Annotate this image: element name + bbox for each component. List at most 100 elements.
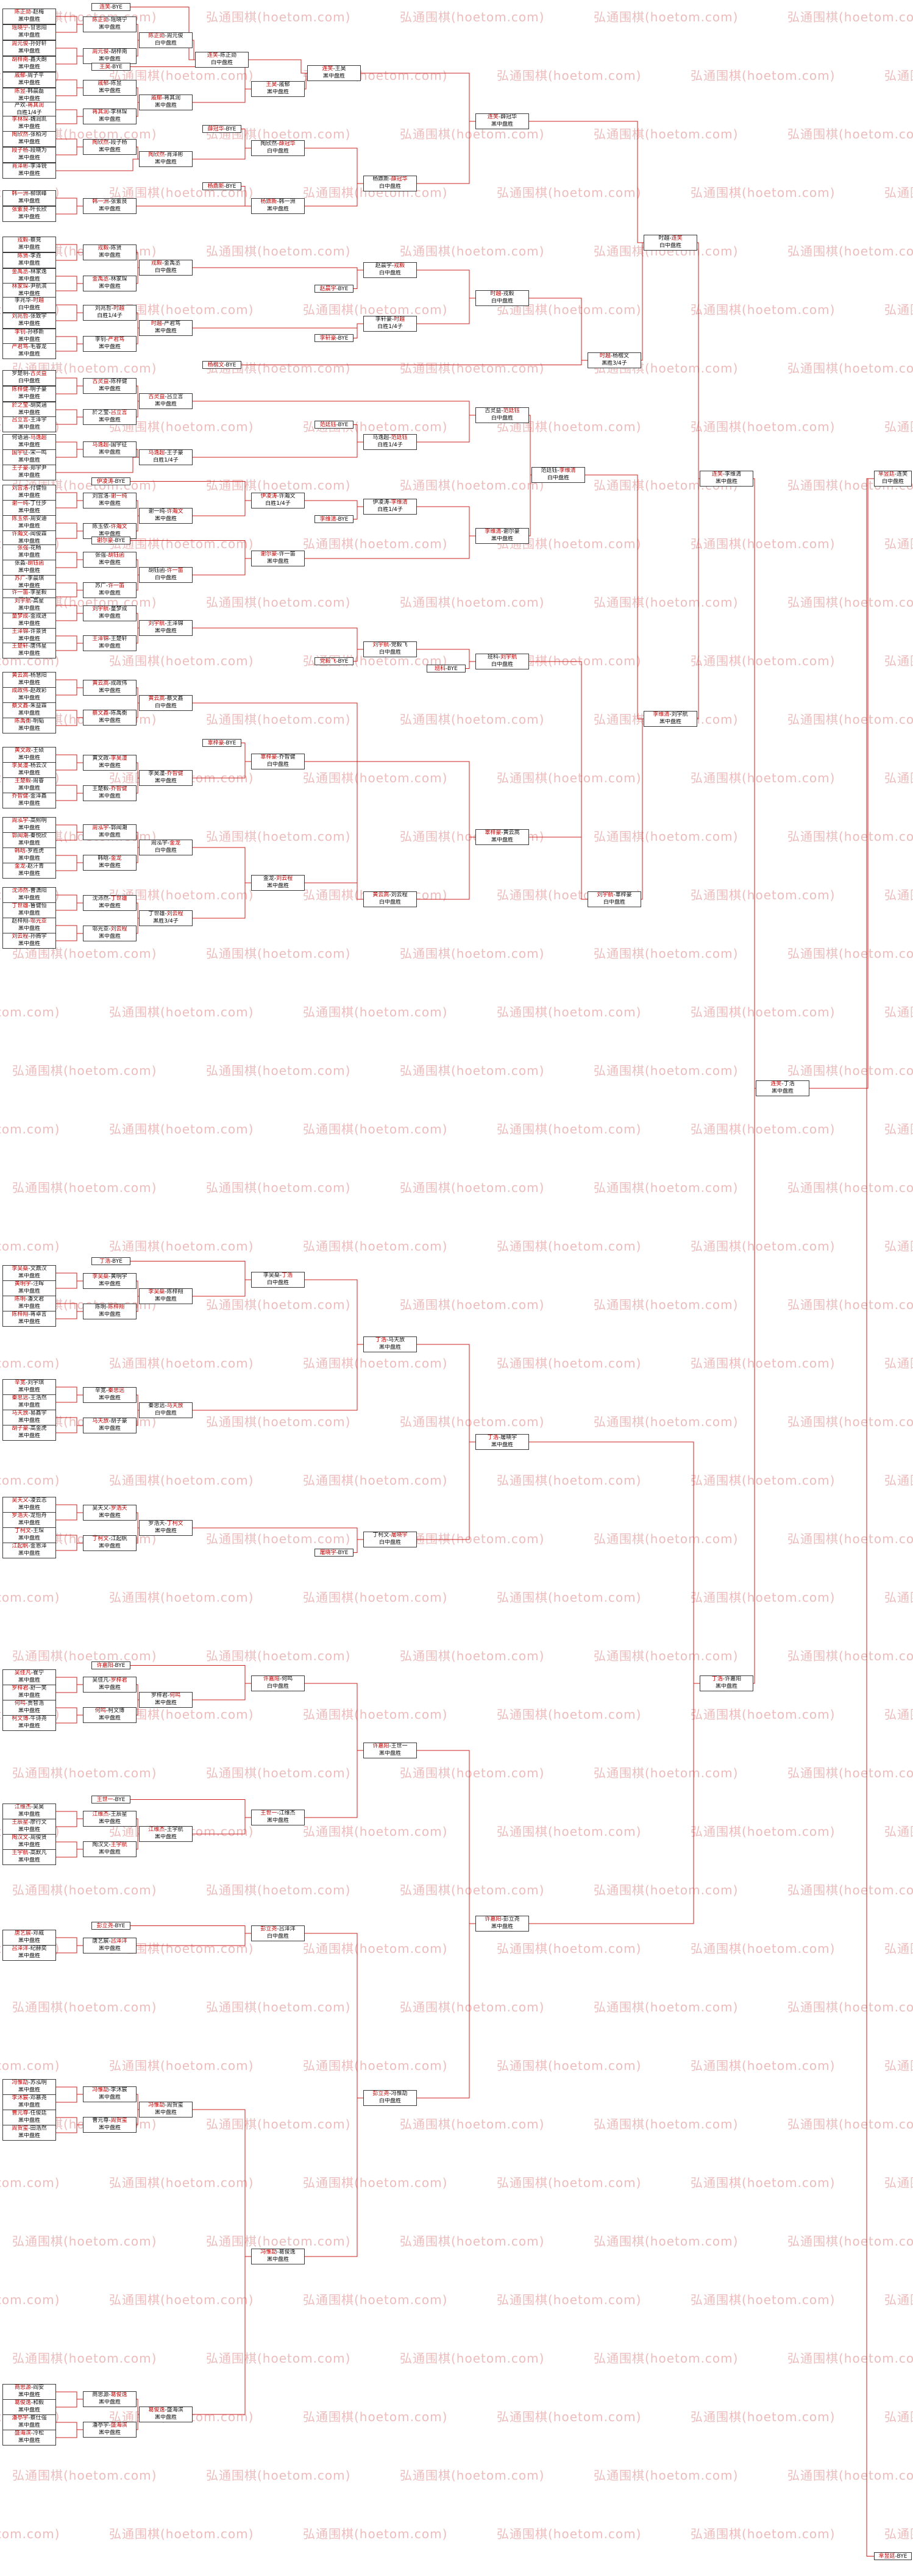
match-result: 黑中盘胜: [18, 1937, 40, 1944]
player-name: 李晨琪: [27, 576, 44, 582]
match-players: 陈玉侬-许瀚文: [83, 524, 136, 531]
bracket-connector: [529, 1683, 700, 1924]
winner-name: 李钊: [14, 329, 26, 335]
match-players: 陈梓健-明子豪: [3, 387, 55, 394]
winner-name: 连笑: [770, 1081, 782, 1087]
separator: -: [501, 1916, 503, 1922]
separator: -: [28, 933, 30, 940]
player-name: 盛海滨: [166, 2407, 183, 2413]
player-name: 丁柯文: [372, 1532, 389, 1538]
bracket-connector: [417, 649, 475, 662]
bracket-connector: [56, 754, 83, 763]
winner-name: 郭闻潮: [12, 833, 29, 839]
match-result: 黑中盘胜: [18, 48, 40, 54]
winner-name: 陶汉文: [12, 1835, 29, 1841]
match-box: 戚郁-周子平黑中盘胜: [2, 72, 56, 88]
player-name: 陈禹衡: [110, 710, 127, 716]
winner-name: 王楚毅: [14, 778, 31, 784]
match-result: 黑中盘胜: [18, 409, 40, 416]
match-players: 黄云嵩-成政伟: [83, 680, 136, 688]
winner-name: 陈梓翔: [108, 1304, 125, 1310]
separator: -: [28, 2095, 30, 2101]
bye-label: -BYE: [336, 1549, 349, 1556]
bracket-connector: [56, 343, 83, 352]
bracket-connector: [137, 627, 139, 644]
bracket-connector: [56, 55, 83, 65]
player-name: 肖泽彬: [166, 152, 183, 158]
match-players: 丁世雄-刘云程: [140, 911, 192, 918]
winner-name: 丁浩: [711, 1676, 723, 1682]
bye-label: -BYE: [110, 1258, 123, 1265]
separator: -: [333, 66, 335, 72]
match-box: 王楚毅-周睿黑中盘胜: [2, 777, 56, 793]
match-players: 罗浩天-丁柯文: [140, 1521, 192, 1528]
bracket-connector: [56, 762, 83, 771]
winner-name: 王子豪: [12, 465, 29, 471]
separator: -: [28, 237, 30, 243]
bracket-connector: [56, 252, 83, 261]
match-box: 丁浩-许嘉阳黑中盘胜: [700, 1675, 753, 1691]
bye-box: 许嘉阳-BYE: [91, 1661, 130, 1669]
match-box: 李维清-谢尔豪黑中盘胜: [475, 528, 529, 544]
separator: -: [28, 2125, 30, 2132]
bracket-connector: [56, 635, 83, 644]
match-box: 连笑-丁浩黑中盘胜: [756, 1080, 809, 1096]
match-result: 黑中盘胜: [18, 725, 40, 732]
winner-name: 秦思远: [12, 1395, 29, 1401]
player-name: 段子杨: [110, 140, 127, 146]
winner-name: 戚郁: [151, 95, 162, 101]
match-box: 张强-花畅黑中盘胜: [2, 544, 56, 560]
separator: -: [108, 680, 111, 687]
winner-name: 黄云嵩: [12, 673, 29, 679]
winner-name: 乔智健: [110, 786, 127, 792]
winner-name: 陈玉侬: [12, 516, 29, 522]
bye-label: -BYE: [224, 183, 236, 190]
match-box: 吴佳凡-崔宁黑中盘胜: [2, 1669, 56, 1685]
bracket-connector: [193, 702, 363, 900]
bracket-connector: [56, 1504, 83, 1513]
player-name: 高星: [33, 598, 44, 604]
match-result: 黑中盘胜: [18, 244, 40, 251]
match-result: 黑中盘胜: [18, 940, 40, 947]
separator: -: [28, 344, 30, 350]
player-name: 郑宇尹: [30, 465, 47, 471]
match-box: 曹元尊-任俊廷黑中盘胜: [2, 2110, 56, 2125]
match-result: 黑中盘胜: [98, 416, 121, 423]
winner-name: 冯惟劼: [148, 2102, 165, 2108]
winner-name: 辜梓豪: [485, 830, 502, 836]
match-players: 江维杰-吴昊: [3, 1804, 55, 1811]
match-result: 黑中盘胜: [18, 925, 40, 932]
match-players: 葛俊逸-和毅: [3, 2400, 55, 2407]
player-name: 丁仕步: [30, 501, 47, 507]
bye-box: 王世一-BYE: [91, 1796, 130, 1804]
match-result: 白中盘胜: [378, 269, 401, 276]
separator: -: [25, 848, 28, 854]
bracket-connector: [56, 1945, 83, 1953]
match-box: 王子豪-郑宇尹黑中盘胜: [2, 465, 56, 480]
match-box: 彭立尧-吕泽洋白中盘胜: [251, 1925, 305, 1941]
winner-name: 於之莹: [12, 402, 29, 409]
match-result: 黑中盘胜: [98, 1311, 121, 1318]
player-name: 明子豪: [30, 387, 47, 393]
separator: -: [28, 501, 30, 507]
bracket-connector: [241, 360, 588, 365]
separator: -: [165, 1289, 167, 1295]
match-players: 王楚轩-唐伟星: [3, 643, 55, 651]
bye-label: -BYE: [113, 1922, 126, 1929]
winner-name: 金禹丞: [92, 276, 109, 282]
winner-name: 范廷钰: [503, 408, 520, 414]
player-name: 段晓为: [30, 148, 47, 154]
bracket-connector: [137, 1296, 139, 1312]
match-players: 李吴燊-文鼎汉: [3, 1266, 55, 1273]
match-players: 严君笃-毛睿龙: [3, 344, 55, 351]
bracket-connector: [56, 138, 83, 148]
match-result: 白胜1/4子: [153, 457, 179, 463]
player-name: 陈贤: [110, 245, 122, 251]
match-result: 黑中盘胜: [18, 2422, 40, 2428]
separator: -: [28, 269, 30, 275]
match-players: 王辰星-廖行文: [3, 1819, 55, 1827]
match-box: 何鸣-柯文博黑中盘胜: [83, 1707, 137, 1723]
separator: -: [498, 114, 501, 120]
match-result: 黑中盘胜: [98, 24, 121, 30]
match-box: 冯惟劼-李沐宸黑中盘胜: [83, 2086, 137, 2102]
